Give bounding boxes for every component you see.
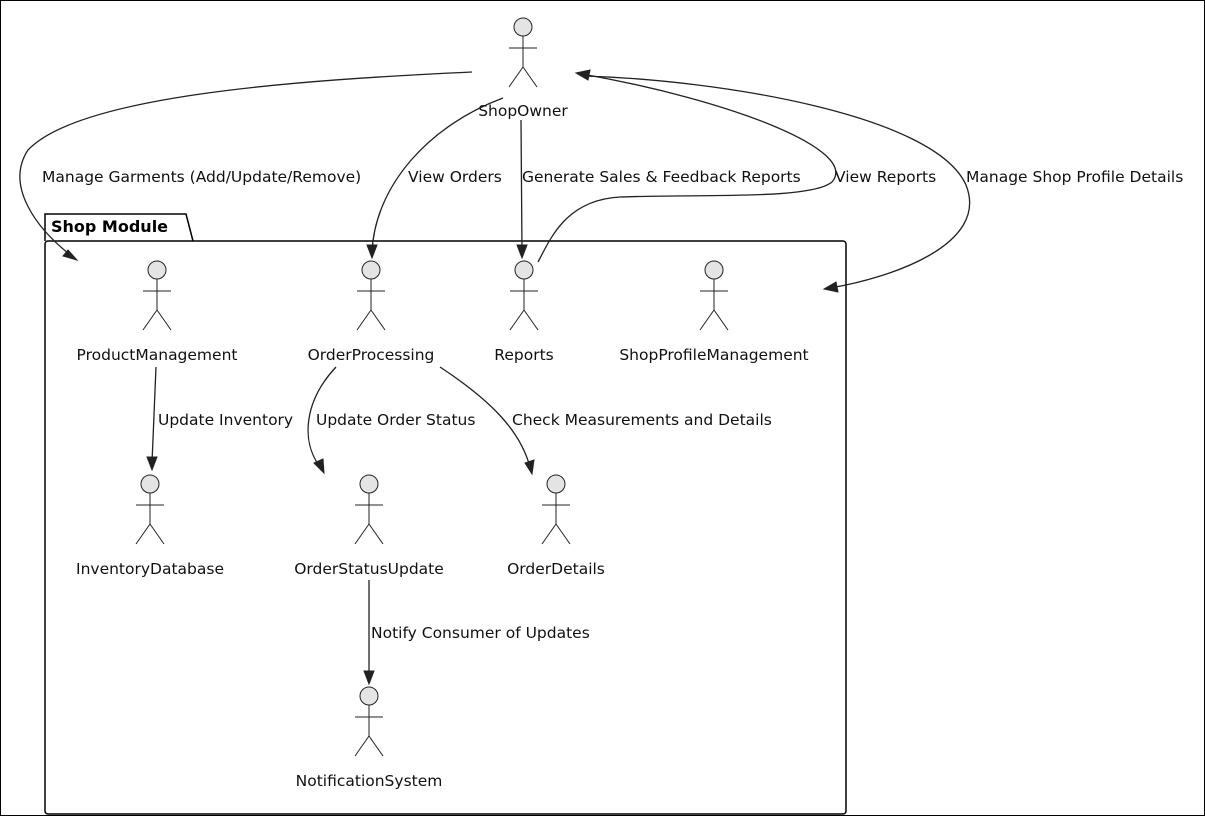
edge-label: Update Inventory bbox=[158, 411, 293, 429]
shop-owner-figure-icon bbox=[508, 17, 538, 88]
arrowhead-icon bbox=[146, 456, 158, 472]
edge-line bbox=[19, 71, 473, 258]
actor-label: Reports bbox=[494, 346, 553, 364]
edge-label: Update Order Status bbox=[316, 411, 475, 429]
actor-order-details[interactable]: OrderDetails bbox=[507, 474, 605, 578]
order-processing-figure-icon bbox=[356, 260, 386, 331]
actor-reports[interactable]: Reports bbox=[494, 260, 554, 364]
arrowhead-icon bbox=[313, 458, 325, 475]
inventory-database-figure-icon bbox=[135, 474, 165, 545]
package-title: Shop Module bbox=[51, 217, 168, 236]
edge-label: View Orders bbox=[408, 168, 502, 186]
edge-line bbox=[371, 97, 504, 253]
edge-line bbox=[151, 366, 157, 464]
edge-manage-profile: Manage Shop Profile Details bbox=[583, 75, 1183, 293]
edge-notify-consumer: Notify Consumer of Updates bbox=[363, 580, 590, 686]
edge-label: Check Measurements and Details bbox=[512, 411, 772, 429]
edge-line bbox=[520, 119, 523, 253]
arrowhead-icon bbox=[366, 244, 378, 260]
edge-label: View Reports bbox=[835, 168, 936, 186]
product-management-figure-icon bbox=[142, 260, 172, 331]
actor-order-status-update[interactable]: OrderStatusUpdate bbox=[294, 474, 444, 578]
edge-update-order-status: Update Order Status bbox=[307, 366, 475, 475]
shop-module-package: Shop Module bbox=[44, 213, 847, 815]
edge-label: Generate Sales & Feedback Reports bbox=[522, 168, 801, 186]
reports-figure-icon bbox=[509, 260, 539, 331]
package-tab bbox=[44, 213, 194, 242]
edge-generate-reports: Generate Sales & Feedback Reports bbox=[516, 119, 801, 260]
order-details-figure-icon bbox=[541, 474, 571, 545]
arrowhead-icon bbox=[574, 69, 591, 81]
edge-line bbox=[307, 366, 337, 468]
edge-view-orders: View Orders bbox=[366, 97, 504, 260]
actor-label: OrderDetails bbox=[507, 560, 605, 578]
edge-label: Manage Garments (Add/Update/Remove) bbox=[42, 168, 361, 186]
edge-view-reports: View Reports bbox=[537, 69, 936, 263]
edge-line bbox=[537, 73, 837, 263]
actor-label: InventoryDatabase bbox=[76, 560, 224, 578]
notification-system-figure-icon bbox=[354, 686, 384, 757]
arrowhead-icon bbox=[363, 670, 375, 686]
actor-label: ShopProfileManagement bbox=[619, 346, 808, 364]
edge-update-inventory: Update Inventory bbox=[146, 366, 293, 472]
actor-label: ShopOwner bbox=[478, 102, 568, 120]
arrowhead-icon bbox=[524, 459, 535, 476]
edge-label: Manage Shop Profile Details bbox=[966, 168, 1183, 186]
arrowhead-icon bbox=[822, 281, 839, 293]
actor-product-management[interactable]: ProductManagement bbox=[77, 260, 238, 364]
actor-order-processing[interactable]: OrderProcessing bbox=[308, 260, 435, 364]
arrowhead-icon bbox=[62, 249, 79, 261]
actor-shop-owner[interactable]: ShopOwner bbox=[478, 17, 568, 120]
order-status-update-figure-icon bbox=[354, 474, 384, 545]
actor-label: OrderProcessing bbox=[308, 346, 435, 364]
edge-line bbox=[439, 366, 531, 468]
edge-line bbox=[583, 75, 971, 289]
shop-profile-management-figure-icon bbox=[699, 260, 729, 331]
actor-inventory-database[interactable]: InventoryDatabase bbox=[76, 474, 224, 578]
actor-label: ProductManagement bbox=[77, 346, 238, 364]
actor-label: NotificationSystem bbox=[296, 772, 443, 790]
edge-label: Notify Consumer of Updates bbox=[371, 624, 590, 642]
edge-manage-garments: Manage Garments (Add/Update/Remove) bbox=[19, 71, 473, 261]
actor-shop-profile-management[interactable]: ShopProfileManagement bbox=[619, 260, 809, 364]
actor-notification-system[interactable]: NotificationSystem bbox=[296, 686, 443, 790]
package-body bbox=[44, 240, 847, 815]
edge-check-measurements: Check Measurements and Details bbox=[439, 366, 772, 476]
actor-label: OrderStatusUpdate bbox=[294, 560, 444, 578]
arrowhead-icon bbox=[516, 244, 528, 260]
